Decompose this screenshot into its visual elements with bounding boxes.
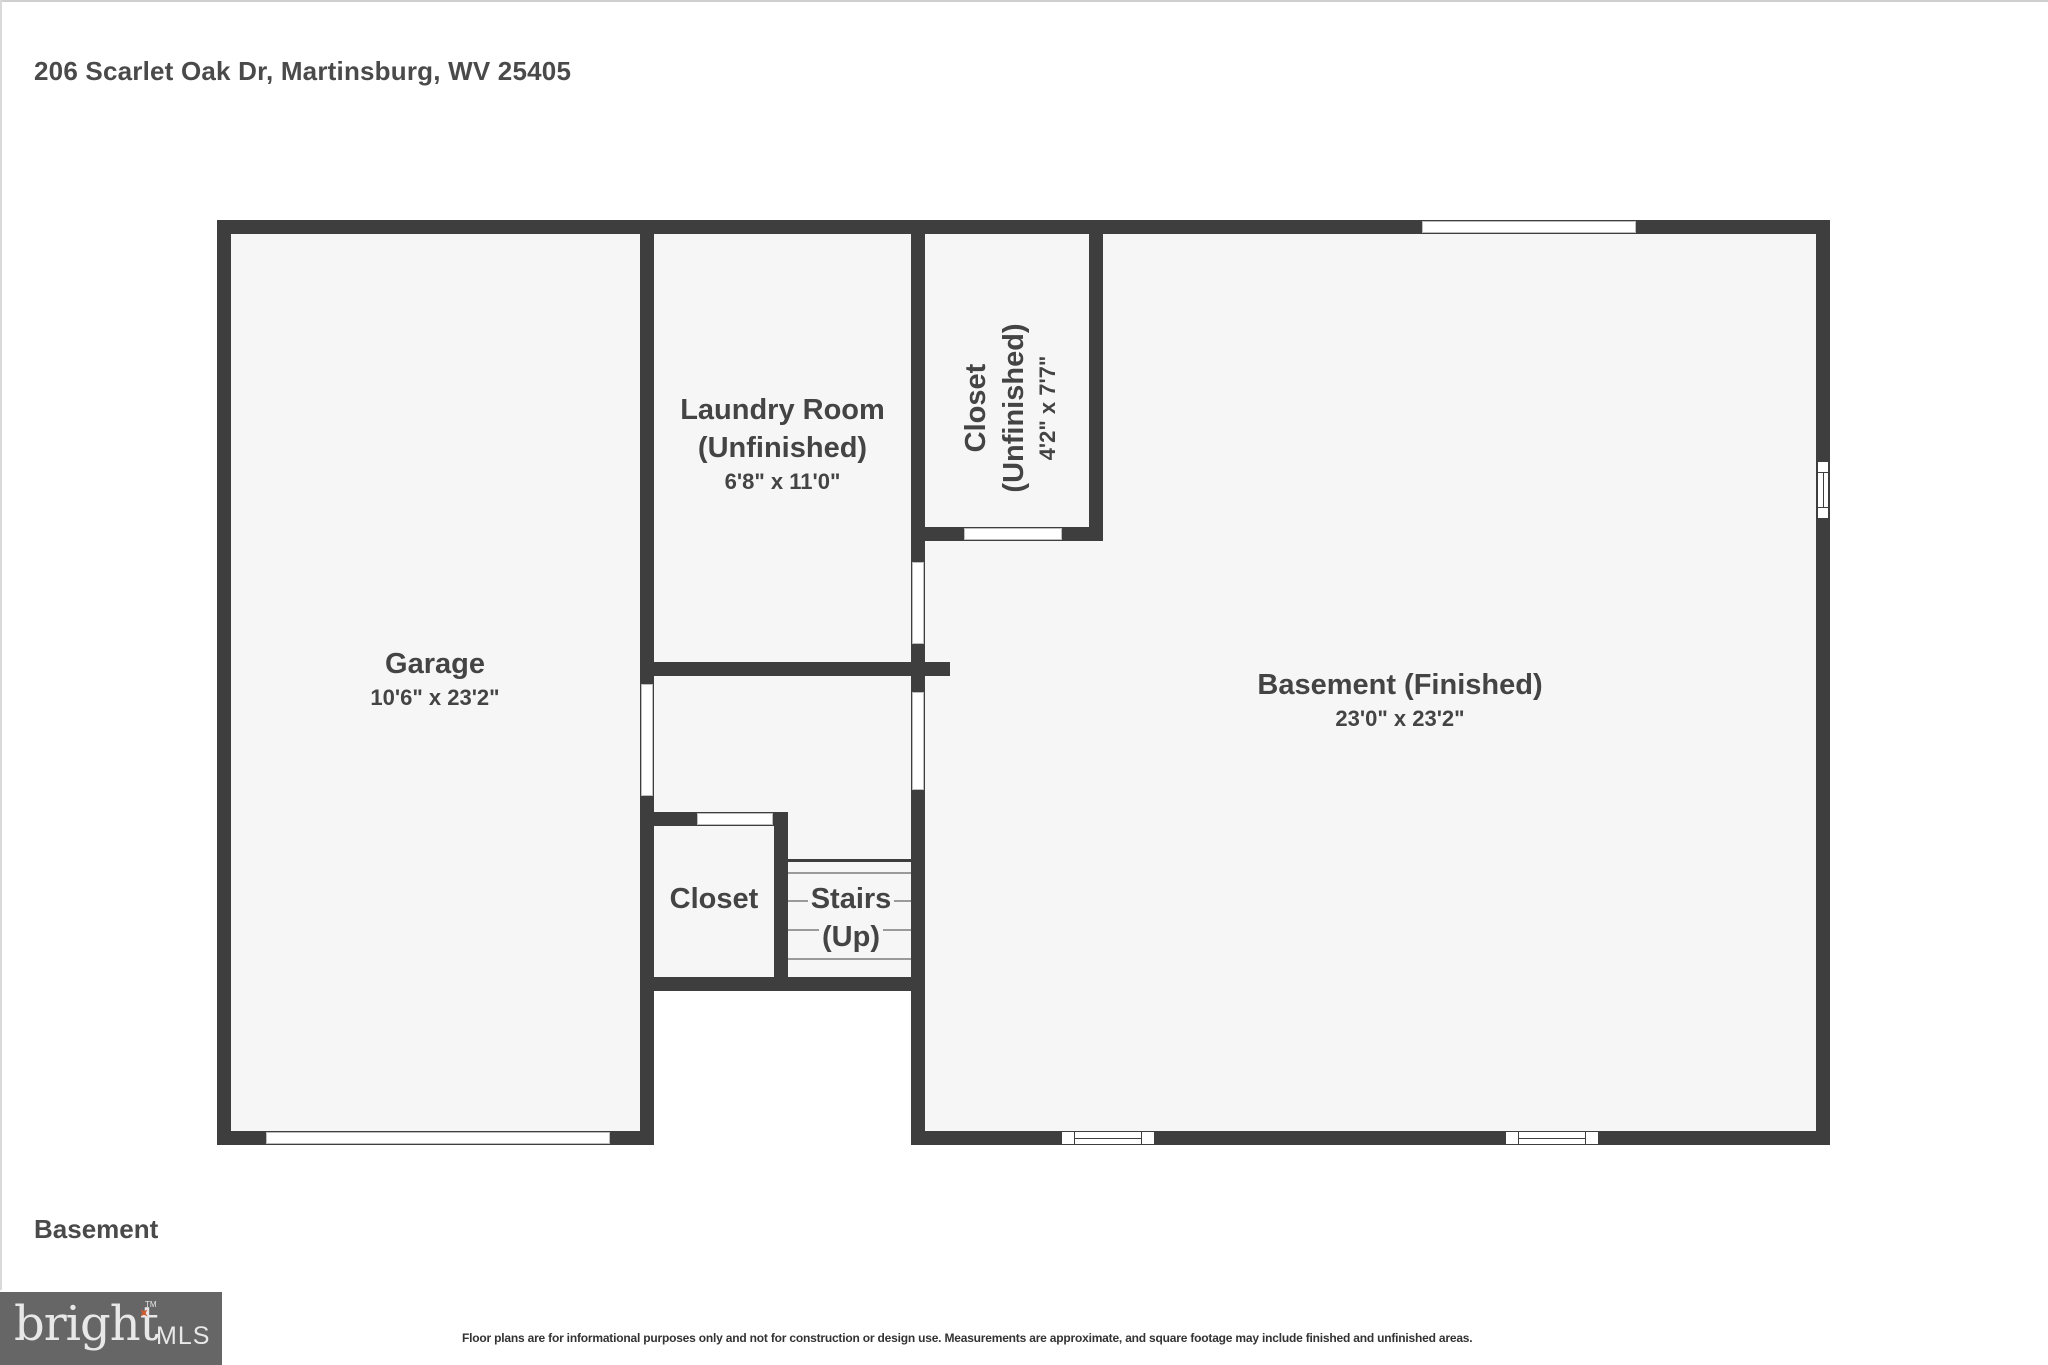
- room-dimensions: 6'8" x 11'0": [724, 469, 841, 494]
- bright-mls-logo: bright TM MLS: [0, 1292, 222, 1365]
- logo-suffix: MLS: [156, 1322, 211, 1350]
- room-dimensions: 23'0" x 23'2": [1335, 706, 1465, 731]
- room-name-sub: (Unfinished): [998, 323, 1030, 493]
- property-address: 206 Scarlet Oak Dr, Martinsburg, WV 2540…: [34, 56, 572, 86]
- wall-left: [217, 220, 231, 1145]
- room-name: Closet: [669, 883, 759, 915]
- wall-laundry-bottom: [640, 662, 950, 676]
- logo-trademark: TM: [145, 1300, 157, 1309]
- wall-closet-stairs-divider: [774, 812, 788, 991]
- closet-unfinished-doorway: [964, 528, 1062, 540]
- garage-floor: [231, 234, 640, 1131]
- window-top-basement: [1422, 221, 1636, 233]
- room-label-stairs: Stairs (Up): [796, 880, 906, 956]
- wall-laundry-right: [911, 220, 925, 1145]
- room-label-closet: Closet: [654, 880, 774, 918]
- top-border: [0, 0, 2048, 2]
- room-name: Garage: [385, 648, 485, 680]
- room-name-sub: (Unfinished): [697, 432, 868, 464]
- floor-label: Basement: [34, 1214, 159, 1244]
- laundry-doorway: [912, 562, 924, 644]
- garage-hall-doorway: [641, 684, 653, 796]
- wall-bottom-basement: [911, 1131, 1830, 1145]
- room-label-laundry: Laundry Room (Unfinished) 6'8" x 11'0": [654, 391, 911, 497]
- room-name: Laundry Room: [680, 394, 885, 426]
- stair-tread: [788, 859, 911, 862]
- logo-wordmark: bright: [14, 1296, 159, 1352]
- room-name: Basement (Finished): [1257, 669, 1543, 701]
- room-dimensions: 4'2" x 7'7": [1035, 355, 1060, 461]
- left-border: [0, 0, 2, 1290]
- stair-tread: [788, 958, 911, 960]
- disclaimer: Floor plans are for informational purpos…: [462, 1331, 1473, 1345]
- window-bottom-right: [1505, 1131, 1599, 1145]
- laundry-floor: [654, 234, 911, 662]
- basement-floor: [925, 234, 1816, 1131]
- room-label-garage: Garage 10'6" x 23'2": [300, 645, 570, 713]
- room-name: Stairs: [807, 880, 895, 918]
- wall-closet-right: [1089, 220, 1103, 541]
- stair-tread: [788, 872, 911, 874]
- room-name: Closet: [960, 363, 992, 453]
- room-name-sub: (Up): [819, 918, 883, 956]
- wall-garage-right: [640, 220, 654, 1145]
- room-label-closet-unfinished: Closet (Unfinished) 4'2" x 7'7": [957, 308, 1063, 508]
- wall-right: [1816, 220, 1830, 1145]
- room-label-basement: Basement (Finished) 23'0" x 23'2": [1150, 666, 1650, 734]
- hall-basement-doorway: [912, 692, 924, 790]
- room-dimensions: 10'6" x 23'2": [370, 685, 500, 710]
- small-closet-doorway: [697, 813, 773, 825]
- wall-closet-stairs-bottom: [640, 977, 925, 991]
- garage-door-opening: [266, 1132, 610, 1144]
- window-bottom-left: [1061, 1131, 1155, 1145]
- window-right-wall: [1817, 461, 1829, 519]
